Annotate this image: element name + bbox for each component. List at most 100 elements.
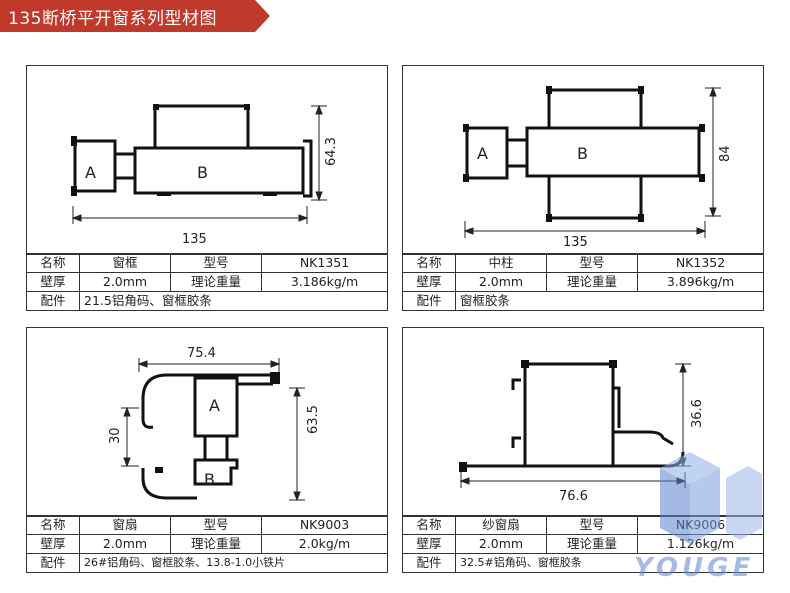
thermal-break: [115, 152, 135, 180]
chamber-b-label: B: [197, 163, 208, 182]
weight-header: 理论重量: [170, 272, 262, 292]
logo-g-shape: [726, 466, 762, 540]
thermal-break: [507, 138, 527, 168]
bottom-curve: [141, 468, 197, 500]
chamber-b-label: B: [204, 470, 215, 489]
spec-table-nk1352: 名称 中柱 型号 NK1352 壁厚 2.0mm 理论重量 3.896kg/m …: [402, 253, 764, 311]
name-header: 名称: [26, 515, 80, 535]
name-value: 窗扇: [79, 515, 171, 535]
chamber-b-outline: [133, 146, 305, 195]
top-hook: [141, 373, 177, 429]
main-chamber-outline: [523, 362, 615, 468]
thickness-header: 壁厚: [26, 272, 80, 292]
height-value: 84: [718, 145, 733, 162]
height-value: 64.3: [324, 137, 339, 166]
chamber-a-outline: [465, 126, 509, 180]
table-row: 壁厚 2.0mm 理论重量 3.186kg/m: [26, 272, 388, 292]
title-banner: 135断桥平开窗系列型材图: [0, 0, 270, 32]
name-header: 名称: [402, 515, 456, 535]
right-lip: [613, 386, 621, 428]
chamber-a-label: A: [209, 396, 220, 415]
logo-cube-right: [690, 468, 720, 544]
width-value: 135: [563, 235, 588, 250]
table-row: 名称 窗框 型号 NK1351: [26, 253, 388, 273]
table-row: 配件 窗框胶条: [402, 291, 764, 311]
thickness-header: 壁厚: [26, 534, 80, 554]
table-row: 名称 中柱 型号 NK1352: [402, 253, 764, 273]
fittings-value: 21.5铝角码、窗框胶条: [79, 291, 388, 311]
height-value: 63.5: [306, 405, 321, 434]
model-value: NK1351: [261, 253, 388, 273]
table-row: 壁厚 2.0mm 理论重量 2.0kg/m: [26, 534, 388, 554]
chamber-b-outline: [525, 126, 701, 178]
thickness-header: 壁厚: [402, 272, 456, 292]
model-header: 型号: [170, 515, 262, 535]
fittings-value: 26#铝角码、窗框胶条、13.8-1.0小铁片: [79, 553, 388, 573]
chamber-a-label: A: [85, 163, 96, 182]
name-header: 名称: [402, 253, 456, 273]
profile-drawing-nk9003: A B 75.4 63.5 30: [108, 346, 321, 502]
chamber-a-outline: [193, 376, 239, 438]
height-value: 36.6: [690, 399, 705, 428]
profile-panel-nk9003: A B 75.4 63.5 30: [26, 327, 388, 517]
fittings-header: 配件: [26, 553, 80, 573]
chamber-a-outline: [73, 139, 117, 193]
thickness-value: 2.0mm: [79, 272, 171, 292]
profile-panel-nk1352: A B 135 84: [402, 65, 764, 255]
table-row: 配件 26#铝角码、窗框胶条、13.8-1.0小铁片: [26, 553, 388, 573]
watermark-text: YOUGE: [634, 553, 754, 583]
table-row: 配件 32.5#铝角码、窗框胶条: [402, 553, 764, 573]
width-value: 135: [182, 232, 207, 247]
width-value: 76.6: [559, 489, 588, 504]
name-value: 窗框: [79, 253, 171, 273]
logo-cube-left: [660, 468, 690, 544]
chamber-b-label: B: [577, 144, 588, 163]
name-value: 中柱: [455, 253, 547, 273]
thickness-header: 壁厚: [402, 534, 456, 554]
model-value: NK1352: [637, 253, 764, 273]
top-chamber-outline: [547, 88, 643, 130]
chamber-b-outline: [193, 458, 239, 486]
fittings-header: 配件: [402, 553, 456, 573]
left-lips: [511, 378, 521, 448]
profile-drawing-nk1352: A B 135 84: [463, 86, 733, 250]
fittings-value: 32.5#铝角码、窗框胶条: [455, 553, 764, 573]
table-row: 配件 21.5铝角码、窗框胶条: [26, 291, 388, 311]
profile-panel-nk1351: A B 135 64.3: [26, 65, 388, 255]
top-chamber-outline: [153, 104, 250, 150]
youge-watermark-logo: YOUGE: [634, 452, 762, 583]
profile-drawing-nk1351: A B 135 64.3: [71, 104, 339, 247]
weight-header: 理论重量: [170, 534, 262, 554]
model-value: NK9003: [261, 515, 388, 535]
weight-value: 3.896kg/m: [637, 272, 764, 292]
model-header: 型号: [546, 253, 638, 273]
side-lip: [303, 139, 313, 198]
name-value: 纱窗扇: [455, 515, 547, 535]
thermal-break: [203, 436, 229, 460]
weight-header: 理论重量: [546, 272, 638, 292]
fittings-header: 配件: [26, 291, 80, 311]
inner-value: 30: [108, 427, 123, 444]
fittings-header: 配件: [402, 291, 456, 311]
chamber-a-label: A: [477, 144, 488, 163]
lower-step: [613, 430, 674, 446]
fittings-value: 窗框胶条: [455, 291, 764, 311]
table-row: 名称 窗扇 型号 NK9003: [26, 515, 388, 535]
model-header: 型号: [546, 515, 638, 535]
weight-header: 理论重量: [546, 534, 638, 554]
spec-table-nk1351: 名称 窗框 型号 NK1351 壁厚 2.0mm 理论重量 3.186kg/m …: [26, 253, 388, 311]
banner-shape: [0, 0, 270, 32]
thickness-value: 2.0mm: [455, 534, 547, 554]
spec-table-nk9003: 名称 窗扇 型号 NK9003 壁厚 2.0mm 理论重量 2.0kg/m 配件…: [26, 515, 388, 573]
name-header: 名称: [26, 253, 80, 273]
page-title: 135断桥平开窗系列型材图: [8, 9, 217, 29]
weight-value: 2.0kg/m: [261, 534, 388, 554]
thickness-value: 2.0mm: [79, 534, 171, 554]
width-value: 75.4: [187, 346, 216, 361]
model-header: 型号: [170, 253, 262, 273]
bottom-chamber-outline: [547, 174, 643, 220]
thickness-value: 2.0mm: [455, 272, 547, 292]
table-row: 壁厚 2.0mm 理论重量 3.896kg/m: [402, 272, 764, 292]
banner-background: [0, 0, 270, 32]
weight-value: 3.186kg/m: [261, 272, 388, 292]
